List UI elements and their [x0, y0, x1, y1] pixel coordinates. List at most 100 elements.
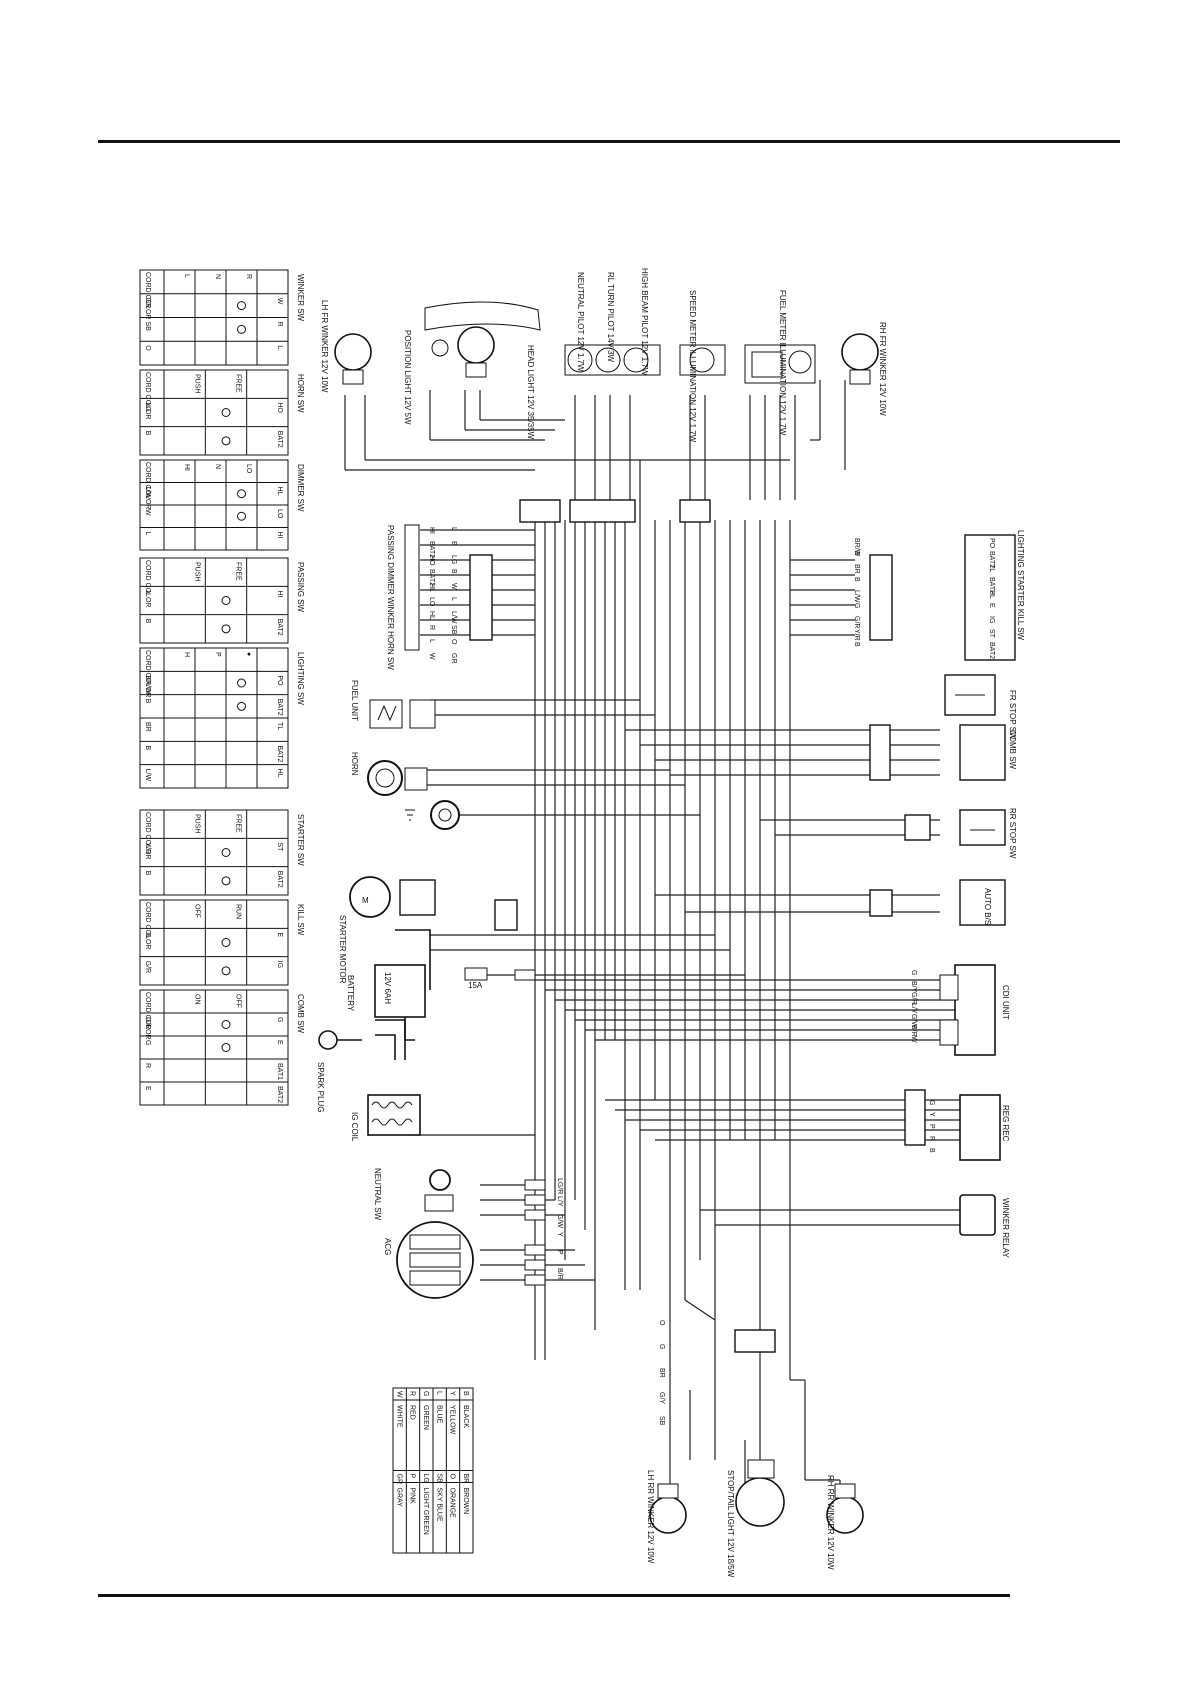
- dimmer-sw-title: DIMMER SW: [296, 464, 305, 512]
- handle-connector-wire-label: LG: [450, 555, 457, 564]
- battery: [374, 964, 426, 1018]
- cord-color-value: L: [144, 590, 151, 594]
- table-row-label: PUSH: [193, 374, 200, 393]
- neutral-switch: [424, 1169, 454, 1212]
- legend-name: YELLOW: [449, 1405, 456, 1435]
- ground-lamp: [405, 800, 460, 830]
- kill-sw-title: KILL SW: [296, 904, 305, 936]
- label-rr-stop-sw: RR STOP SW: [1008, 808, 1017, 859]
- cord-color-value: G/R: [144, 961, 151, 973]
- cord-color-value: LG: [144, 402, 151, 411]
- legend-name: PINK: [409, 1488, 416, 1505]
- legend-code: L: [435, 1391, 442, 1395]
- acg-connectors: [524, 1179, 546, 1286]
- head-light-lamp: [424, 301, 541, 378]
- legend-code: P: [409, 1474, 416, 1479]
- cord-color-label: CORD COLOR: [144, 902, 151, 949]
- acg-wire-label: B/R: [556, 1268, 563, 1280]
- handle-switch-connector: [404, 524, 420, 651]
- cdi-wire-label: G/W: [910, 1014, 917, 1028]
- label-neutral-sw: NEUTRAL SW: [373, 1168, 382, 1221]
- legend-name: SKY BLUE: [435, 1488, 442, 1522]
- table-col-label: HI: [276, 532, 283, 539]
- label-reg-rec: REG REC: [1001, 1105, 1010, 1142]
- starter-motor: M: [349, 876, 436, 918]
- label-cdi-unit: CDI UNIT: [1001, 985, 1010, 1020]
- legend-code: GR: [395, 1474, 402, 1485]
- rear-wire-label: BR: [658, 1368, 665, 1378]
- rh-fr-winker-lamp: [841, 333, 879, 385]
- reg-wire-label: Y: [928, 1112, 935, 1117]
- label-battery: BATTERY: [346, 975, 355, 1012]
- label-fuel-meter: FUEL METER ILLUMINATION 12V 1.7W: [778, 290, 787, 436]
- lsk-connector-wire-label: BR: [853, 564, 860, 574]
- lsk-connector-wire-label: B: [853, 577, 860, 582]
- label-auto-bs: AUTO B/S: [983, 888, 992, 925]
- handle-pin-wire-label: R: [428, 625, 435, 630]
- spark-plug: [318, 1030, 362, 1050]
- label-winker-relay: WINKER RELAY: [1001, 1198, 1010, 1259]
- cdi-unit: [939, 964, 996, 1056]
- lighting-sw-title: LIGHTING SW: [296, 652, 305, 705]
- table-col-label: BAT2: [276, 745, 283, 762]
- cord-color-value: SB: [144, 322, 151, 332]
- component-symbols: M: [318, 301, 1016, 1534]
- cord-color-label: CORD COLOR: [144, 560, 151, 607]
- cord-color-label: CORD COLOR: [144, 372, 151, 419]
- label-fr-stop-sw: FR STOP SW: [1008, 690, 1017, 740]
- table-col-label: BAT2: [276, 871, 283, 888]
- table-row-label: FREE: [235, 814, 242, 833]
- cord-color-value: G/R: [144, 1017, 151, 1029]
- cord-color-value: W: [144, 509, 151, 516]
- legend-code: W: [395, 1391, 402, 1398]
- table-col-label: BAT2: [276, 699, 283, 716]
- legend-code: R: [409, 1391, 416, 1396]
- cdi-wire-label: L/Y: [910, 1003, 917, 1014]
- label-acg: ACG: [383, 1238, 392, 1255]
- fuel-meter-gauge: [744, 344, 816, 384]
- table-col-label: G: [276, 1017, 283, 1022]
- label-head-light: HEAD LIGHT 12V 35/35W: [526, 345, 535, 440]
- table-col-label: LO: [276, 509, 283, 519]
- handle-pin-wire-label: HL: [428, 583, 435, 592]
- comb-sw-title: COMB SW: [296, 994, 305, 1034]
- table-row-label: N: [214, 274, 221, 279]
- cord-color-value: L/W: [144, 769, 151, 782]
- table-col-label: E: [276, 932, 283, 937]
- table-row-label: N: [214, 464, 221, 469]
- cord-color-label: CORD COLOR: [144, 650, 151, 697]
- label-fuel-unit: FUEL UNIT: [350, 680, 359, 721]
- handle-pin-wire-label: HO: [428, 555, 435, 566]
- legend-code: G: [422, 1391, 429, 1396]
- table-col-label: BAT2: [276, 619, 283, 636]
- label-ig-coil: IG COIL: [350, 1112, 359, 1142]
- label-battery-rating: 12V 6AH: [383, 972, 392, 1004]
- cord-color-value: R: [144, 1063, 151, 1068]
- winker-relay: [959, 1194, 996, 1236]
- cord-color-value: Y/R: [144, 842, 151, 854]
- handle-connector-wire-label: W: [450, 583, 457, 590]
- reg-wire-label: P: [928, 1124, 935, 1129]
- fuel-unit: [369, 699, 436, 729]
- table-row-label: ON: [193, 994, 200, 1005]
- rear-wire-label: O: [658, 1320, 665, 1326]
- cord-color-value: G: [144, 1040, 151, 1045]
- cord-color-value: L: [144, 532, 151, 536]
- component-labels: LH FR WINKER 12V 10W POSITION LIGHT 12V …: [316, 268, 1025, 1578]
- legend-name: BLACK: [462, 1405, 469, 1428]
- lighting-starter-kill-switch: [964, 534, 1016, 661]
- cdi-wire-label: W: [910, 1036, 917, 1043]
- table-row-label: H: [183, 652, 190, 657]
- cord-color-value: BR/W: [144, 675, 151, 694]
- legend-name: GRAY: [395, 1488, 402, 1508]
- wire-code-labels: LBLGBWLL/WSBOGRHIBAT2HOBAT2HLLOHLRLWBR/W…: [428, 527, 995, 1426]
- table-col-label: R: [276, 322, 283, 327]
- cord-color-value: G: [144, 932, 151, 937]
- reg-wire-label: B: [928, 1148, 935, 1153]
- cord-color-value: BR: [144, 722, 151, 732]
- table-col-label: BAT2: [276, 431, 283, 448]
- table-col-label: ST: [276, 842, 283, 852]
